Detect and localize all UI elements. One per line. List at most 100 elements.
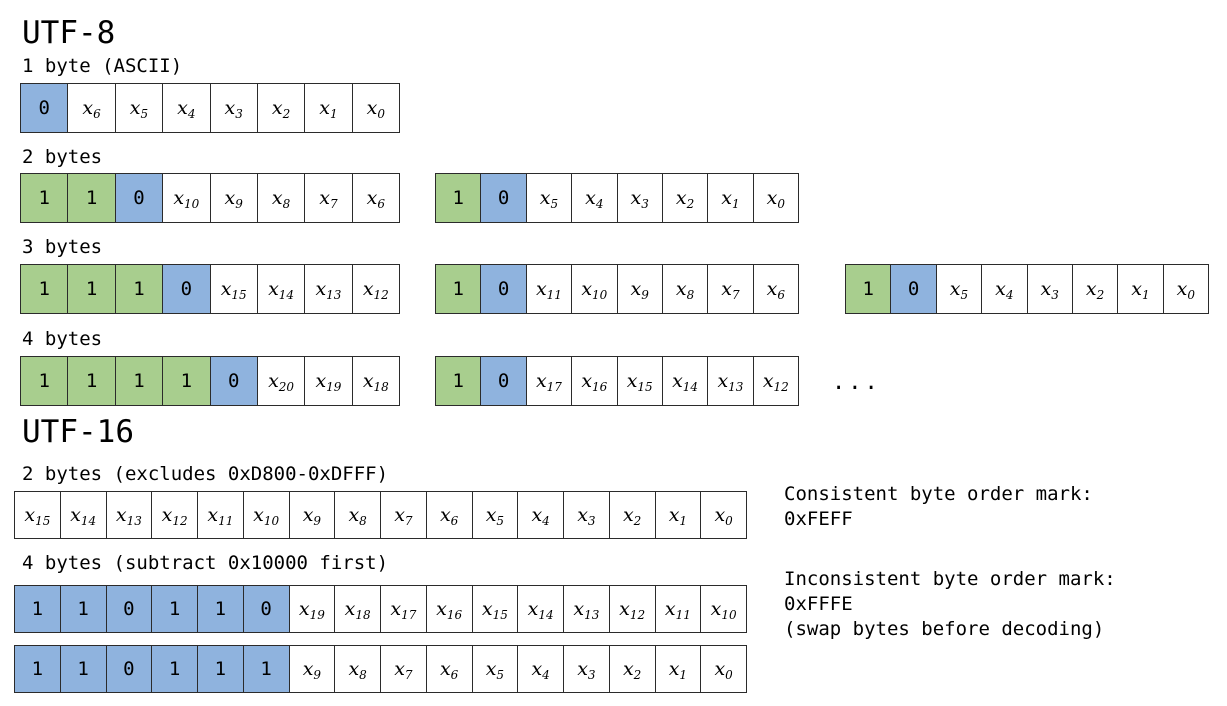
variable-glyph: x7 [394, 657, 413, 682]
bit-cell-variable: x13 [708, 357, 754, 405]
bit-cell-variable: x15 [472, 586, 519, 632]
bit-cell-literal: 0 [163, 265, 211, 313]
bit-cell-literal: 1 [436, 265, 482, 313]
bit-cell-literal: 1 [15, 586, 61, 632]
variable-glyph: x2 [675, 186, 695, 211]
utf16-row-label-2bytes: 2 bytes (excludes 0xD800-0xDFFF) [22, 463, 389, 485]
bit-cell-variable: x1 [708, 174, 754, 222]
bit-cell-variable: x1 [305, 84, 353, 132]
bit-cell-literal: 0 [481, 174, 527, 222]
variable-glyph: x12 [161, 503, 188, 528]
bit-cell-variable: x8 [335, 492, 381, 538]
bit-cell-variable: x12 [753, 357, 798, 405]
variable-glyph: x8 [348, 503, 367, 528]
variable-glyph: x10 [173, 186, 200, 211]
bit-cell-literal: 0 [481, 357, 527, 405]
bit-cell-variable: x9 [289, 646, 336, 692]
variable-glyph: x15 [481, 597, 508, 622]
utf16-section-title: UTF-16 [22, 414, 134, 450]
variable-glyph: x0 [1176, 277, 1195, 302]
bit-cell-variable: x5 [472, 492, 519, 538]
variable-glyph: x20 [268, 369, 295, 394]
bit-cell-variable: x6 [753, 265, 798, 313]
bit-cell-literal: 1 [115, 357, 164, 405]
variable-glyph: x7 [394, 503, 413, 528]
bit-cell-variable: x8 [662, 265, 709, 313]
variable-glyph: x0 [366, 96, 385, 121]
variable-glyph: x15 [24, 503, 51, 528]
bit-cell-variable: x4 [163, 84, 211, 132]
bit-cell-variable: x11 [198, 492, 244, 538]
bit-cell-literal: 1 [60, 646, 107, 692]
bit-cell-variable: x9 [617, 265, 663, 313]
variable-glyph: x19 [315, 369, 342, 394]
variable-glyph: x3 [224, 96, 243, 121]
bit-cell-variable: x0 [701, 492, 746, 538]
bit-cell-variable: x3 [210, 84, 258, 132]
variable-glyph: x3 [577, 503, 596, 528]
bit-cell-variable: x12 [609, 586, 656, 632]
bit-cell-variable: x4 [982, 265, 1028, 313]
bit-cell-variable: x10 [243, 492, 290, 538]
bit-cell-variable: x15 [617, 357, 663, 405]
bit-cell-variable: x5 [115, 84, 164, 132]
variable-glyph: x2 [622, 657, 642, 682]
variable-glyph: x6 [439, 503, 459, 528]
variable-glyph: x7 [721, 277, 740, 302]
bit-cell-literal: 1 [68, 357, 116, 405]
bit-cell-literal: 1 [198, 646, 244, 692]
utf8-continuation-ellipsis: ... [832, 370, 881, 395]
bit-cell-literal: 1 [15, 646, 61, 692]
bit-cell-literal: 1 [115, 265, 164, 313]
bit-cell-variable: x16 [426, 586, 473, 632]
bit-cell-variable: x11 [655, 586, 702, 632]
variable-glyph: x0 [714, 657, 733, 682]
variable-glyph: x5 [539, 186, 559, 211]
variable-glyph: x2 [622, 503, 642, 528]
variable-glyph: x14 [527, 597, 554, 622]
bit-cell-literal: 0 [210, 357, 258, 405]
variable-glyph: x6 [366, 186, 385, 211]
bit-cell-variable: x7 [381, 492, 427, 538]
bit-cell-literal: 1 [68, 174, 116, 222]
bit-cell-variable: x6 [426, 492, 473, 538]
bit-cell-variable: x15 [210, 265, 258, 313]
bit-cell-variable: x4 [518, 646, 564, 692]
bit-cell-variable: x1 [1118, 265, 1164, 313]
bit-cell-literal: 1 [21, 265, 69, 313]
bit-cell-variable: x7 [305, 174, 353, 222]
variable-glyph: x0 [766, 186, 785, 211]
bit-cell-variable: x7 [381, 646, 427, 692]
bit-cell-variable: x9 [210, 174, 258, 222]
bit-cell-variable: x3 [1027, 265, 1073, 313]
variable-glyph: x16 [436, 597, 463, 622]
variable-glyph: x3 [630, 186, 649, 211]
bit-cell-variable: x11 [526, 265, 573, 313]
bit-cell-literal: 0 [243, 586, 290, 632]
variable-glyph: x5 [129, 96, 149, 121]
bit-cell-variable: x3 [564, 492, 610, 538]
bit-cell-literal: 1 [436, 174, 482, 222]
variable-glyph: x1 [1131, 277, 1150, 302]
bit-cell-variable: x2 [609, 646, 656, 692]
utf8-section-title: UTF-8 [22, 15, 116, 51]
variable-glyph: x10 [253, 503, 280, 528]
bit-cell-variable: x16 [572, 357, 618, 405]
variable-glyph: x4 [531, 503, 550, 528]
variable-glyph: x13 [717, 369, 744, 394]
bit-cell-variable: x5 [936, 265, 983, 313]
bit-cell-variable: x6 [352, 174, 399, 222]
bit-cell-literal: 1 [152, 586, 198, 632]
variable-glyph: x4 [585, 186, 604, 211]
bit-cell-literal: 0 [481, 265, 527, 313]
bit-cell-literal: 1 [60, 586, 107, 632]
variable-glyph: x7 [319, 186, 338, 211]
bit-cell-variable: x10 [163, 174, 211, 222]
bit-cell-literal: 1 [152, 646, 198, 692]
variable-glyph: x18 [344, 597, 371, 622]
